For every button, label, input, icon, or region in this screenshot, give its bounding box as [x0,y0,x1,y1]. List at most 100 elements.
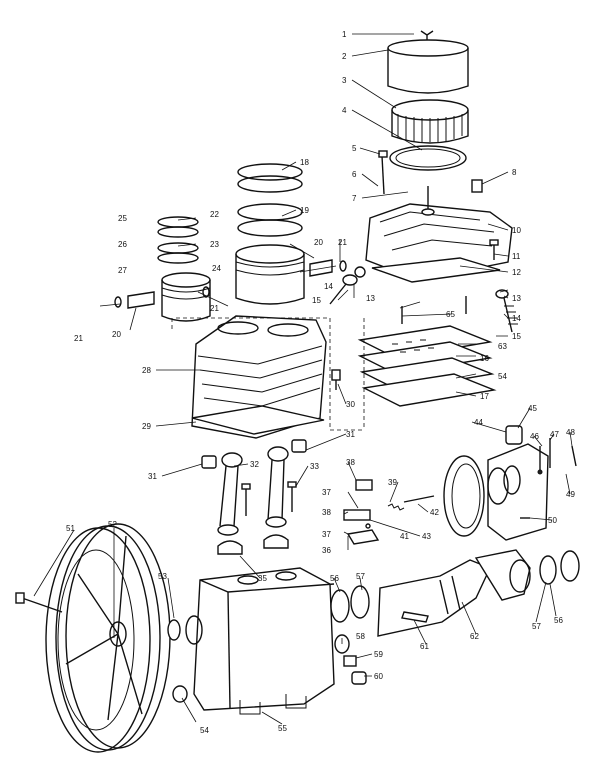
callout-55: 55 [278,724,287,733]
callout-labels: 1 2 3 4 5 6 7 8 10 11 12 13 13 14 14 15 … [66,30,575,735]
cap-screw-11 [489,239,499,260]
callout-57-left: 57 [356,572,365,581]
unloader-14-15 [329,274,518,333]
callout-18: 18 [300,158,309,167]
dipstick-46-49 [537,438,577,475]
bearing-carrier [487,443,549,541]
base-gasket [191,405,325,435]
nut-54 [172,685,188,703]
callout-38-top: 38 [346,458,355,467]
callout-46: 46 [530,432,539,441]
callout-14-right: 14 [512,314,521,323]
callout-28: 28 [142,366,151,375]
callout-30: 30 [346,400,355,409]
callout-58: 58 [356,632,365,641]
callout-21-mid: 21 [210,304,219,313]
callout-13-right: 13 [512,294,521,303]
callout-65: 65 [446,310,455,319]
callout-21-right: 21 [338,238,347,247]
carrier-gasket [443,455,485,537]
callout-49: 49 [566,490,575,499]
callout-8: 8 [512,168,517,177]
callout-60: 60 [374,672,383,681]
bearings-left [330,585,370,623]
callout-52: 52 [108,520,117,529]
cylinder-block [191,315,327,439]
flywheel-pulley [45,523,171,753]
callout-48: 48 [566,428,575,437]
callout-37-top: 37 [322,488,331,497]
callout-35: 35 [258,574,267,583]
callout-42: 42 [430,508,439,517]
callout-4: 4 [342,106,347,115]
callout-10: 10 [512,226,521,235]
fitting-13 [354,266,366,278]
callout-53: 53 [158,572,167,581]
plugs-59-60 [343,655,367,685]
filter-cover [387,39,469,94]
callout-21-left: 21 [74,334,83,343]
callout-29: 29 [142,422,151,431]
callout-6: 6 [352,170,357,179]
callout-51: 51 [66,524,75,533]
callout-41: 41 [400,532,409,541]
valve-plate-stack [357,325,497,407]
callout-38-bottom: 38 [322,508,331,517]
callout-63: 63 [498,342,507,351]
plug-8 [471,179,483,193]
cylinder-head [365,186,513,281]
washer-53 [167,619,181,641]
callout-31-right: 31 [346,430,355,439]
pulley-bolt-51 [15,592,63,613]
callout-36: 36 [322,546,331,555]
head-bolt-5 [378,150,388,195]
callout-54: 54 [200,726,209,735]
key-61 [401,611,429,623]
callout-1: 1 [342,30,347,39]
filter-element [391,99,469,144]
callout-24: 24 [212,264,221,273]
wrist-pin-small [114,286,210,309]
callout-45: 45 [528,404,537,413]
callout-2: 2 [342,52,347,61]
callout-5: 5 [352,144,357,153]
callout-32: 32 [250,460,259,469]
callout-22: 22 [210,210,219,219]
callout-25: 25 [118,214,127,223]
callout-16: 16 [480,354,489,363]
callout-15-left: 15 [312,296,321,305]
bolt-65 [401,296,467,324]
callout-37-bottom: 37 [322,530,331,539]
bearings-right [539,550,580,585]
wrist-pin-large [309,259,347,277]
rod-bolts [241,481,297,516]
callout-14-left: 14 [324,282,333,291]
callout-27: 27 [118,266,127,275]
callout-3: 3 [342,76,347,85]
piston-rings-large [237,163,303,237]
piston-large [235,244,305,305]
callout-12: 12 [512,268,521,277]
callout-56-left: 56 [330,574,339,583]
callout-11: 11 [512,252,521,261]
dashed-outline [171,317,365,431]
callout-62: 62 [470,632,479,641]
screw-30 [331,369,341,390]
callout-13-left: 13 [366,294,375,303]
breather-assembly [343,479,435,545]
filter-gasket [389,145,467,171]
callout-15-right: 15 [512,332,521,341]
callout-57-right: 57 [532,622,541,631]
callout-20-left: 20 [112,330,121,339]
callout-7: 7 [352,194,357,203]
callout-31-left: 31 [148,472,157,481]
leader-lines [33,33,573,725]
piston-small [161,272,211,322]
callout-43: 43 [422,532,431,541]
callout-50: 50 [548,516,557,525]
callout-39: 39 [388,478,397,487]
callout-56-right: 56 [554,616,563,625]
rod-bearings [201,439,307,469]
